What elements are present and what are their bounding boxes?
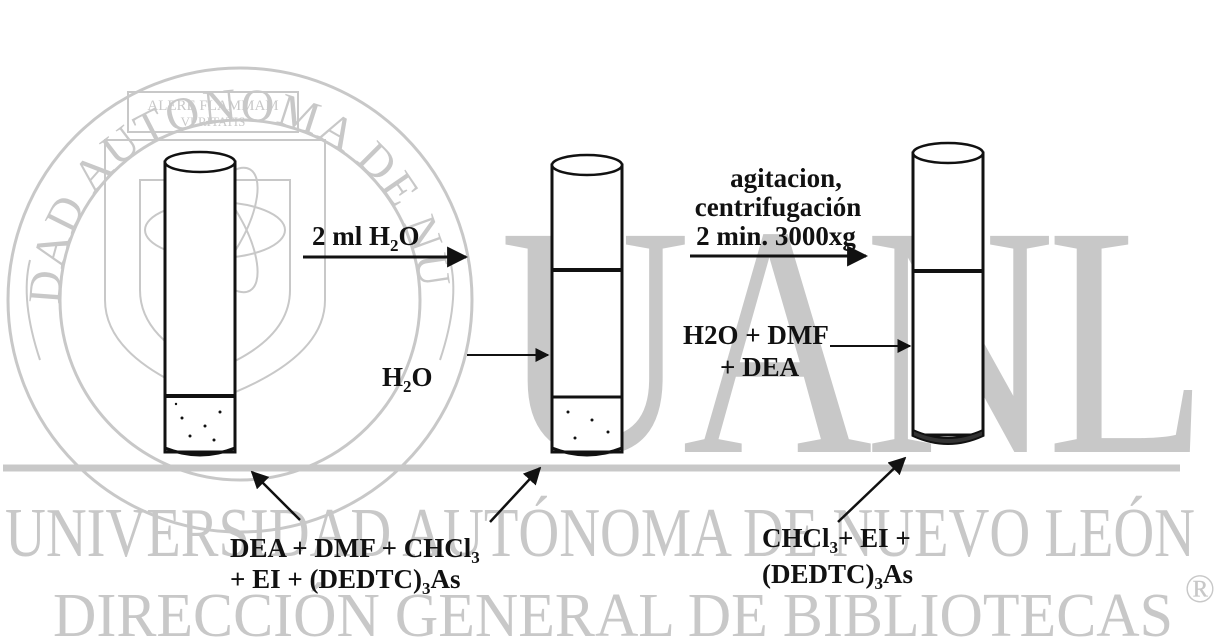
registered-mark: ® bbox=[1185, 566, 1215, 611]
library-directorate-watermark: DIRECCIÓN GENERAL DE BIBLIOTECAS bbox=[53, 582, 1173, 639]
tube-2-sediment-dots bbox=[566, 410, 610, 440]
tube-3-pellet bbox=[912, 428, 984, 445]
step-1-label: 2 ml H2O bbox=[312, 221, 420, 255]
arrow-tube-1-bottom bbox=[250, 470, 301, 521]
tube-3-bottom-label-line-2: (DEDTC)3As bbox=[762, 559, 913, 593]
tube-1-sediment-dots bbox=[174, 402, 222, 442]
arrow-tube-2-bottom bbox=[489, 466, 542, 523]
arrows bbox=[250, 245, 912, 523]
tube-2-phase-label: H2O bbox=[382, 362, 433, 396]
tube-1-2-bottom-label-line-1: DEA + DMF + CHCl3 bbox=[230, 533, 480, 567]
step-2-label-line-2: centrifugación bbox=[695, 192, 861, 222]
university-name-watermark: UNIVERSIDAD AUTÓNOMA DE NUEVO LEÓN bbox=[5, 495, 1195, 572]
seal-motto-2: VERITATIS bbox=[181, 114, 246, 129]
step-2-label-line-1: agitacion, bbox=[730, 163, 842, 193]
test-tube-2 bbox=[550, 153, 624, 457]
seal-motto-1: ALERE FLAMMAM bbox=[147, 98, 278, 114]
step-2-label-line-3: 2 min. 3000xg bbox=[696, 221, 856, 251]
test-tube-3 bbox=[911, 141, 985, 445]
tube-3-phase-label-line-2: + DEA bbox=[720, 352, 800, 382]
tube-3-bottom-label-line-1: CHCl3+ EI + bbox=[762, 523, 911, 557]
tube-1-2-bottom-label-line-2: + EI + (DEDTC)3As bbox=[230, 564, 461, 598]
test-tube-1 bbox=[163, 150, 237, 457]
arrow-tube-3-bottom bbox=[837, 456, 907, 523]
labels: 2 ml H2O agitacion, centrifugación 2 min… bbox=[230, 163, 913, 598]
tube-3-phase-label-line-1: H2O + DMF bbox=[683, 320, 829, 350]
